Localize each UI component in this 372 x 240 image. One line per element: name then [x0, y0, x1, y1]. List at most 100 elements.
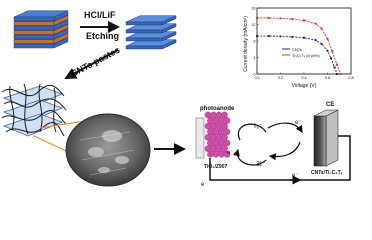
etching-reagent-label: HCl/LiF	[84, 10, 116, 20]
tio2-particle	[204, 145, 212, 152]
mxene-sheet	[125, 23, 177, 34]
tio2-particle	[218, 117, 225, 124]
y-tick-label: 4	[253, 56, 255, 60]
max-phase-stack	[13, 10, 69, 49]
series-point-0	[303, 36, 305, 39]
tio2-particle	[204, 111, 212, 119]
photoanode-material-label: TiO₂/Z907	[204, 164, 227, 170]
series-point-0	[314, 39, 317, 42]
mxene-sheet	[125, 15, 177, 26]
tio2-particle	[210, 122, 217, 130]
cycle-upper-arc	[237, 123, 267, 141]
tio2-particle	[215, 111, 223, 119]
dssc-cell	[195, 109, 351, 185]
series-point-1	[279, 17, 282, 20]
electron-label-anode: e⁻	[227, 150, 234, 156]
max-phase-layer	[13, 10, 69, 22]
tio2-particle	[204, 134, 212, 141]
tio2-particle	[223, 150, 231, 158]
cnt-network	[1, 83, 67, 137]
x-tick-label: 0.2	[278, 76, 283, 80]
ce-label: CE	[326, 102, 334, 108]
tio2-particle	[207, 128, 214, 136]
photoanode-label: photoanode	[200, 106, 235, 112]
figure-canvas: HCl/LiF Etching CNTs pastes	[1, 6, 354, 188]
tio2-particle	[218, 128, 225, 136]
jv-chart: 0.0 0.2 0.4 0.6 0.8 0 4 8 12 16 CNTs Ti₃C₂Tₓ (5 w…	[243, 6, 354, 89]
x-tick-label: 0.6	[325, 76, 330, 80]
tio2-particle	[210, 111, 217, 119]
series-point-0	[291, 35, 294, 38]
tio2-particle	[207, 139, 214, 147]
tio2-particle	[207, 117, 214, 124]
chart-ylabel: Current density (mA/cm²)	[243, 16, 249, 72]
electrolyte-return-arrow	[268, 141, 301, 161]
tio2-particle	[223, 139, 231, 147]
legend-label-cnts: CNTs	[292, 47, 302, 52]
series-point-1	[339, 73, 342, 75]
tio2-particle	[210, 145, 217, 152]
series-point-1	[335, 63, 338, 66]
mxene-stack	[125, 15, 177, 50]
tio2-particle	[218, 139, 225, 147]
y-tick-label: 16	[251, 6, 255, 10]
series-point-1	[303, 19, 305, 22]
tio2-particle	[204, 122, 212, 130]
series-point-0	[320, 42, 323, 45]
ce-material-label: CNTs/Ti₃C₂Tₓ	[311, 170, 343, 176]
x-tick-label: 0.4	[301, 76, 306, 80]
series-point-0	[335, 73, 338, 75]
chart-xlabel: Voltage (V)	[292, 83, 317, 89]
y-tick-label: 8	[253, 39, 255, 43]
y-tick-label: 0	[253, 72, 255, 76]
tio2-particle	[215, 134, 223, 141]
tio2-particle	[212, 150, 220, 158]
iodide-label: 3I⁻	[256, 161, 266, 168]
x-tick-label: 0.0	[254, 76, 259, 80]
series-point-1	[314, 22, 317, 25]
paste-step-label: CNTs pastes	[69, 45, 121, 79]
series-point-1	[291, 18, 294, 21]
x-tick-label: 0.8	[348, 76, 353, 80]
legend-label-mxene: Ti₃C₂Tₓ (5 wt%)	[292, 53, 320, 58]
series-point-1	[326, 37, 329, 40]
series-point-1	[267, 16, 270, 19]
chart-frame	[256, 7, 352, 75]
external-circuit-wire	[209, 135, 351, 181]
electron-label-ce: e⁻	[295, 120, 302, 126]
series-point-1	[331, 50, 334, 53]
y-tick-label: 12	[251, 23, 255, 27]
tio2-particle	[212, 117, 220, 124]
triiodide-label: I₃⁻	[254, 123, 263, 130]
tio2-particle	[221, 111, 228, 119]
tio2-particle	[215, 122, 223, 130]
tio2-particle	[210, 134, 217, 141]
sem-image	[65, 113, 151, 187]
etching-step-label: Etching	[86, 31, 119, 41]
electron-label-circuit: e⁻	[292, 173, 299, 179]
tio2-particle	[212, 139, 220, 147]
ce-to-electrolyte-arrow	[267, 122, 303, 134]
tio2-particle	[212, 128, 220, 136]
tio2-particle	[221, 122, 228, 130]
mxene-sheet	[125, 31, 177, 42]
series-point-0	[333, 66, 336, 69]
tio2-particle	[221, 134, 228, 141]
tio2-particle	[221, 145, 228, 152]
series-point-0	[267, 35, 270, 38]
counter-electrode	[313, 115, 327, 167]
series-point-1	[320, 27, 323, 30]
series-point-0	[330, 57, 333, 60]
electron-label-wire: e⁻	[201, 182, 208, 188]
tio2-particle	[207, 150, 214, 158]
series-point-0	[256, 35, 258, 38]
tio2-particle	[223, 117, 231, 124]
tio2-particle	[223, 128, 231, 136]
series-point-0	[326, 49, 329, 52]
series-point-0	[279, 35, 282, 38]
series-point-1	[256, 16, 258, 19]
tio2-particle	[218, 150, 225, 158]
paste-arrow	[64, 49, 119, 79]
mxene-sheet	[125, 39, 177, 50]
tio2-particle	[215, 145, 223, 152]
